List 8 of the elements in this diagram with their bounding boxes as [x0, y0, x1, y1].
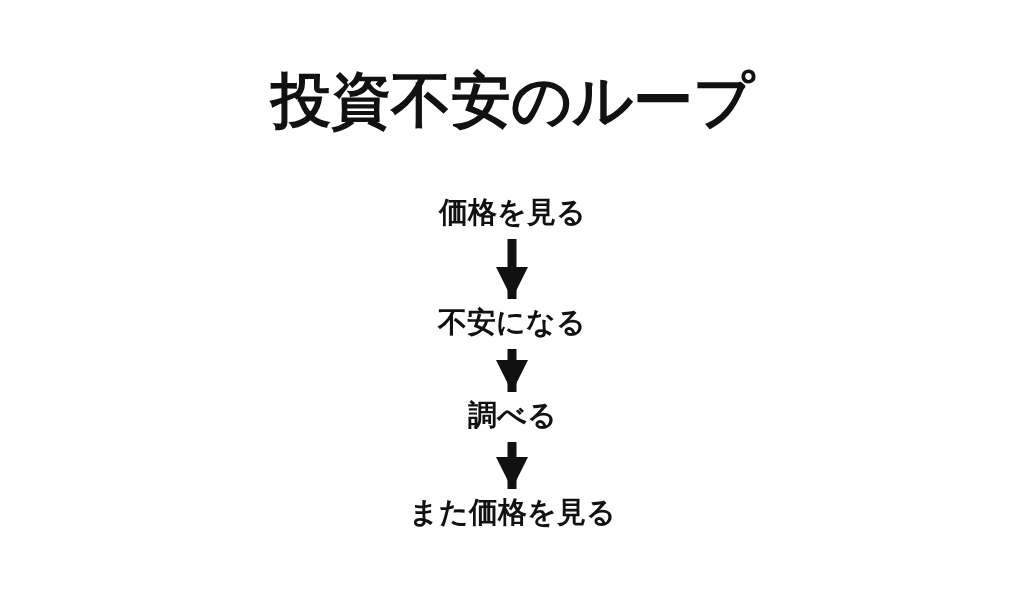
arrow — [495, 239, 529, 299]
step-text: また価格を見る — [406, 493, 618, 531]
step-text: 調べる — [465, 396, 559, 434]
step-text: 価格を見る — [436, 193, 588, 231]
step-text: 不安になる — [436, 303, 588, 341]
diagram-title: 投資不安のループ — [268, 64, 757, 137]
arrow — [495, 442, 529, 489]
arrow — [495, 349, 529, 392]
